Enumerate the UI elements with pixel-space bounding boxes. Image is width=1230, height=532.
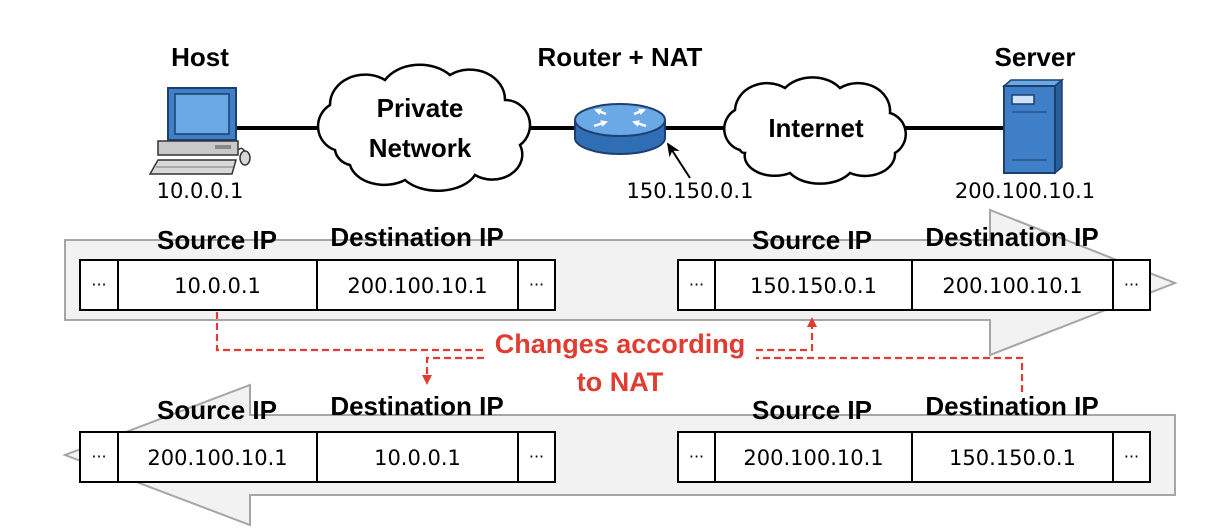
- destination-ip-header: Destination IP: [925, 391, 1098, 421]
- destination-ip-value: 10.0.0.1: [374, 446, 461, 470]
- destination-ip-value: 150.150.0.1: [949, 446, 1076, 470]
- source-ip-header: Source IP: [752, 225, 872, 255]
- internet-label: Internet: [768, 113, 864, 143]
- outbound-flow-arrow: [64, 208, 1178, 357]
- packet-router-to-host: Source IP Destination IP ··· 200.100.10.…: [79, 391, 556, 483]
- destination-ip-value: 200.100.10.1: [347, 274, 487, 298]
- destination-ip-value: 200.100.10.1: [942, 274, 1082, 298]
- destination-ip-header: Destination IP: [330, 222, 503, 252]
- host-computer-icon: [148, 87, 251, 175]
- packet-ellipsis-left: ···: [91, 275, 106, 294]
- server-icon: [1001, 78, 1065, 175]
- packet-ellipsis-left: ···: [689, 275, 704, 294]
- private-network-cloud: [316, 63, 532, 192]
- source-ip-value: 150.150.0.1: [750, 274, 877, 298]
- source-ip-value: 200.100.10.1: [147, 446, 287, 470]
- packet-ellipsis-left: ···: [689, 447, 704, 466]
- source-ip-header: Source IP: [752, 395, 872, 425]
- nat-destination-change-arrow: [422, 356, 484, 385]
- packet-host-to-router: Source IP Destination IP ··· 10.0.0.1 20…: [79, 222, 556, 311]
- server-ip-label: 200.100.10.1: [955, 179, 1095, 203]
- packet-ellipsis-right: ···: [1124, 275, 1139, 294]
- router-icon: [574, 103, 666, 155]
- inbound-flow-arrow: [62, 383, 1176, 527]
- source-ip-header: Source IP: [157, 225, 277, 255]
- annotation-line1: Changes according: [495, 329, 746, 359]
- packet-server-to-router: Source IP Destination IP ··· 200.100.10.…: [677, 391, 1151, 483]
- nat-destination-change-connector: [756, 356, 1024, 392]
- source-ip-header: Source IP: [157, 395, 277, 425]
- private-network-label-line1: Private: [377, 93, 464, 123]
- source-ip-value: 200.100.10.1: [743, 446, 883, 470]
- packet-ellipsis-right: ···: [1124, 447, 1139, 466]
- router-ip-pointer-arrow: [666, 142, 691, 179]
- destination-ip-header: Destination IP: [925, 222, 1098, 252]
- packet-ellipsis-right: ···: [529, 275, 544, 294]
- nat-source-change-arrow: [756, 317, 817, 352]
- nat-source-change-connector: [215, 312, 484, 352]
- packet-router-to-server: Source IP Destination IP ··· 150.150.0.1…: [677, 222, 1151, 311]
- router-title: Router + NAT: [538, 42, 703, 72]
- packet-ellipsis-right: ···: [529, 447, 544, 466]
- host-title: Host: [171, 42, 229, 72]
- destination-ip-header: Destination IP: [330, 391, 503, 421]
- private-network-label-line2: Network: [369, 133, 472, 163]
- annotation-line2: to NAT: [577, 367, 664, 397]
- source-ip-value: 10.0.0.1: [174, 274, 261, 298]
- server-title: Server: [995, 42, 1076, 72]
- host-ip-label: 10.0.0.1: [157, 179, 244, 203]
- router-ip-label: 150.150.0.1: [627, 179, 754, 203]
- internet-cloud: [723, 76, 907, 185]
- packet-ellipsis-left: ···: [91, 447, 106, 466]
